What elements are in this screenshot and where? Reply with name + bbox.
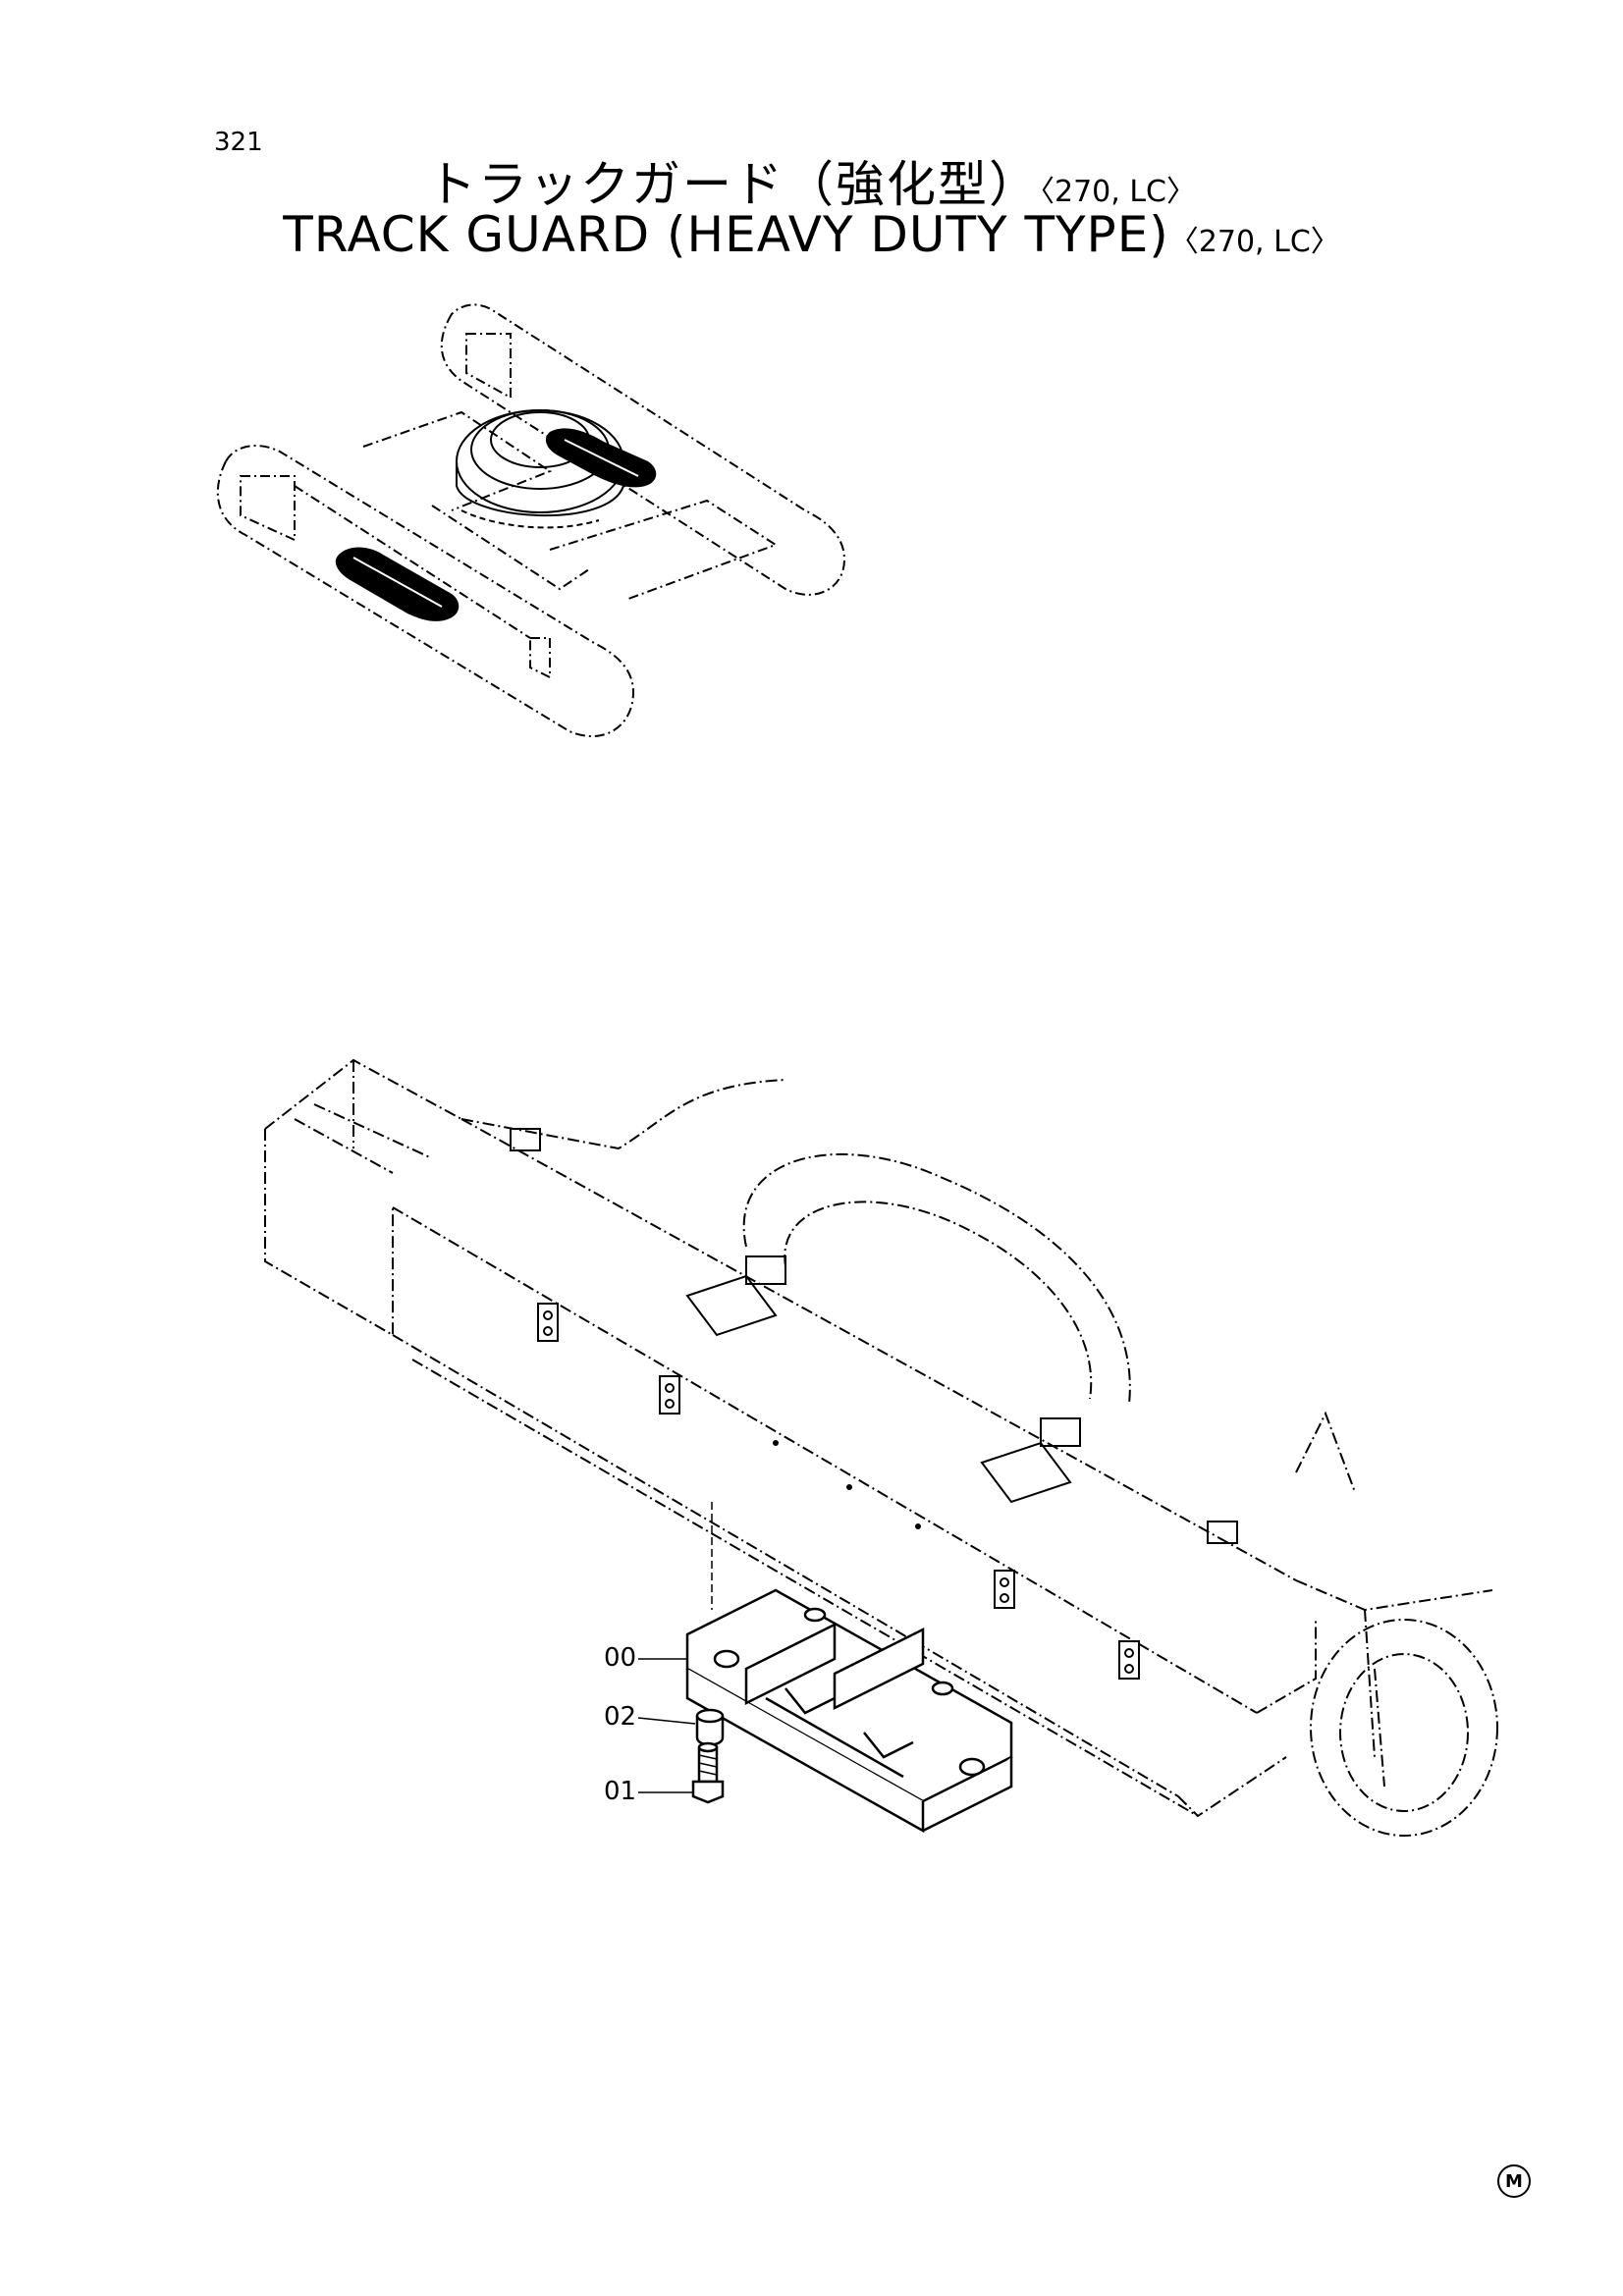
undercarriage-overview: [216, 303, 846, 737]
page-number: 321: [214, 128, 263, 157]
collar-part: [695, 1708, 725, 1746]
frame-pads: [510, 1128, 1238, 1680]
highlighted-track-guard: [335, 428, 657, 621]
callout-leaders: [637, 1658, 696, 1793]
title-japanese-main: トラックガード（強化型）: [427, 156, 1040, 213]
title-english-suffix: 〈270, LC〉: [1168, 225, 1340, 259]
title-english-main: TRACK GUARD (HEAVY DUTY TYPE): [283, 206, 1169, 263]
track-frame: [264, 1058, 1493, 1818]
bolt-part: [691, 1741, 725, 1804]
callout-label: 01: [604, 1777, 637, 1806]
title-english: TRACK GUARD (HEAVY DUTY TYPE)〈270, LC〉: [0, 206, 1623, 263]
track-guard-part: [685, 1588, 1013, 1834]
callout-label: 02: [604, 1702, 637, 1732]
callout-label: 00: [604, 1643, 637, 1673]
idler-ring: [1310, 1619, 1498, 1837]
title-japanese: トラックガード（強化型）〈270, LC〉: [0, 145, 1623, 216]
title-japanese-suffix: 〈270, LC〉: [1040, 175, 1196, 209]
corner-mark-circled: M: [1497, 2164, 1531, 2198]
